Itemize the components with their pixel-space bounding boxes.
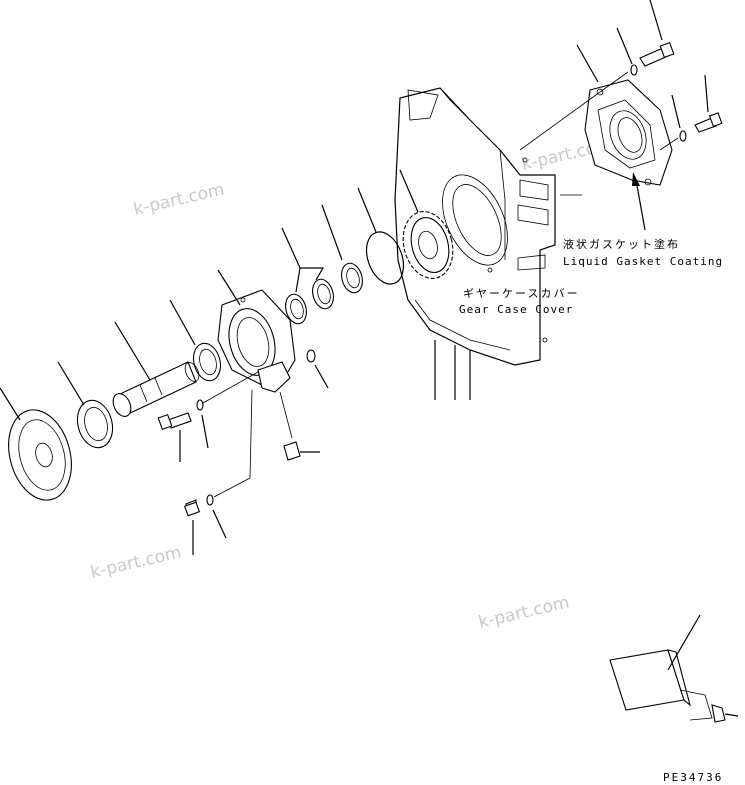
gear-case-housing <box>394 87 582 400</box>
labels: 液状ガスケット塗布 Liquid Gasket Coating ギヤーケースカバ… <box>459 237 723 784</box>
bearing-seals <box>281 204 363 325</box>
rear-flange-cover <box>519 79 673 186</box>
small-bolts <box>157 371 259 555</box>
gasket-leader <box>632 172 646 231</box>
drive-shaft <box>112 321 200 417</box>
seal-ring <box>169 299 222 382</box>
drawing-code: PE34736 <box>663 771 723 784</box>
grease-nipple <box>279 391 320 461</box>
gasket-label-jp: 液状ガスケット塗布 <box>563 237 680 251</box>
gasket-label-en: Liquid Gasket Coating <box>563 255 723 268</box>
cover-label-jp: ギヤーケースカバー <box>463 287 579 300</box>
watermark-4: k-part.com <box>477 593 572 633</box>
watermark-1: k-part.com <box>132 180 227 220</box>
cover-label-en: Gear Case Cover <box>459 303 573 316</box>
upper-bolts <box>576 0 723 151</box>
o-ring <box>357 187 405 285</box>
gear <box>399 169 454 279</box>
watermark-3: k-part.com <box>89 543 184 583</box>
pulley <box>0 387 72 501</box>
bearing <box>57 361 114 449</box>
retainer-housing <box>217 269 329 393</box>
detail-tool <box>609 614 739 723</box>
